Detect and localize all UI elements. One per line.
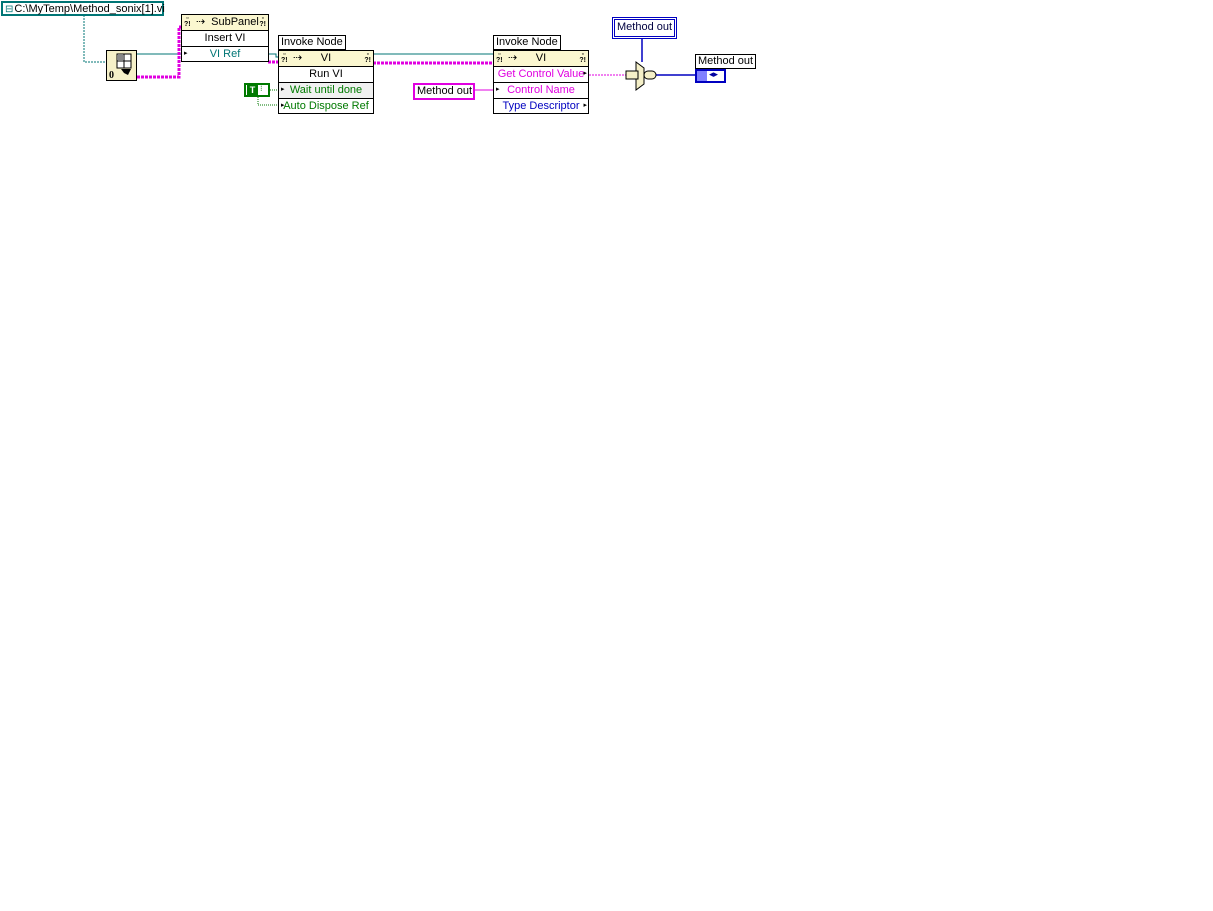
invoke-node-get-control-value[interactable]: ▫?!⇢ VI ▫?! Get Control Value Control Na… bbox=[493, 50, 589, 114]
invoke-node-label: Invoke Node bbox=[278, 35, 346, 50]
param-control-name: Control Name bbox=[494, 83, 588, 99]
invoke-node-label-2: Invoke Node bbox=[493, 35, 561, 50]
indicator-label: Method out bbox=[695, 54, 757, 69]
param-vi-ref: VI Ref bbox=[182, 47, 268, 62]
param-auto-dispose-ref: Auto Dispose Ref bbox=[279, 99, 373, 114]
path-icon: ⊟ bbox=[5, 4, 14, 15]
subpanel-insert-vi-node[interactable]: ▫?!⇢ SubPanel ▫?! Insert VI VI Ref bbox=[181, 14, 269, 62]
boolean-true-constant[interactable]: T ⁝ bbox=[244, 83, 270, 97]
method-insert-vi: Insert VI bbox=[182, 31, 268, 47]
string-constant-method-out[interactable]: Method out bbox=[413, 83, 475, 100]
param-type-descriptor: Type Descriptor bbox=[494, 99, 588, 114]
method-get-control-value: Get Control Value bbox=[494, 67, 588, 83]
invoke-node-run-vi[interactable]: ▫?!⇢ VI ▫?! Run VI Wait until done Auto … bbox=[278, 50, 374, 114]
type-constant-method-out[interactable]: Method out bbox=[612, 17, 677, 39]
svg-text:0: 0 bbox=[109, 70, 114, 80]
param-wait-until-done: Wait until done bbox=[279, 83, 373, 99]
path-constant[interactable]: ⊟C:\MyTemp\Method_sonix[1].vi bbox=[1, 1, 165, 16]
method-run-vi: Run VI bbox=[279, 67, 373, 83]
method-out-indicator[interactable]: ◂▸ bbox=[695, 69, 726, 83]
open-vi-reference-node[interactable]: 0 bbox=[106, 50, 137, 81]
variant-to-data-icon bbox=[625, 61, 657, 91]
open-vi-reference-icon: 0 bbox=[109, 53, 132, 81]
enum-indicator-icon bbox=[697, 71, 707, 81]
